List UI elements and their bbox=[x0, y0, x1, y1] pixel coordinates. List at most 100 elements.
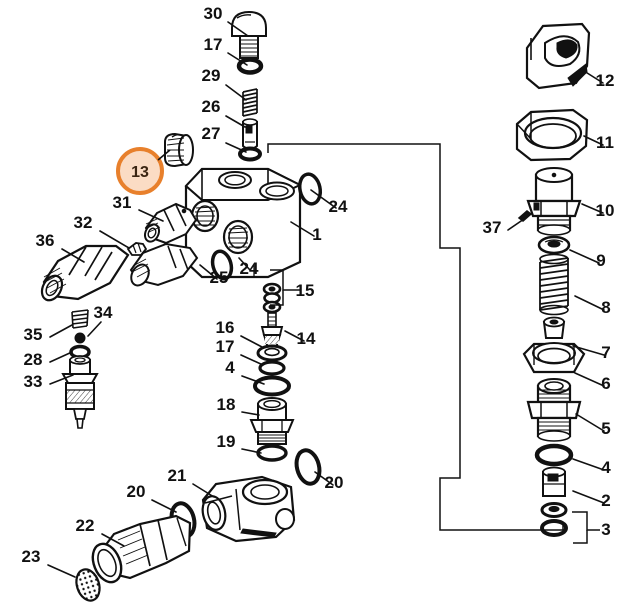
callout-label-2: 2 bbox=[601, 491, 610, 510]
callout-label-15: 15 bbox=[296, 281, 315, 300]
callout-label-6: 6 bbox=[601, 374, 610, 393]
part-5-threaded-fitting bbox=[526, 378, 582, 442]
leader-11 bbox=[583, 135, 604, 146]
leader-9 bbox=[569, 249, 600, 264]
callout-label-25: 25 bbox=[210, 268, 229, 287]
leader-27 bbox=[225, 142, 247, 153]
leader-28 bbox=[49, 351, 73, 363]
leader-12 bbox=[583, 70, 604, 84]
part-3-o-ring-set bbox=[540, 502, 568, 537]
callout-label-34: 34 bbox=[94, 303, 113, 322]
leader-31 bbox=[138, 209, 164, 222]
part-group-bottom-assembly bbox=[75, 475, 296, 602]
leader-32 bbox=[99, 230, 130, 249]
part-16-washer bbox=[256, 344, 288, 362]
callout-label-31: 31 bbox=[113, 193, 132, 212]
leader-4 bbox=[241, 375, 265, 385]
part-group-right-column bbox=[515, 22, 591, 537]
callout-label-10: 10 bbox=[596, 201, 615, 220]
part-29-spring bbox=[242, 88, 258, 117]
part-19-o-ring bbox=[256, 444, 288, 462]
highlight-ring bbox=[116, 147, 164, 195]
highlight-badge-13[interactable]: 13 bbox=[116, 147, 171, 195]
part-1-valve-body bbox=[184, 167, 303, 279]
assembly-grouping-line bbox=[267, 143, 564, 531]
part-10-hex-valve-body bbox=[526, 167, 582, 236]
part-6-hex-nut bbox=[522, 342, 586, 374]
part-25-banjo-bolt bbox=[129, 242, 199, 287]
part-20-o-ring-right bbox=[294, 448, 322, 486]
bracket-15 bbox=[270, 269, 300, 291]
leader-30 bbox=[227, 21, 249, 37]
leader-5 bbox=[575, 413, 605, 432]
leader-6 bbox=[574, 372, 605, 387]
part-31-hose-fitting bbox=[143, 202, 198, 245]
callout-label-18: 18 bbox=[217, 395, 236, 414]
leader-19 bbox=[241, 448, 262, 454]
part-12-lever-cap bbox=[525, 22, 591, 90]
part-11-collar bbox=[515, 108, 589, 162]
callout-label-19: 19 bbox=[217, 432, 236, 451]
callout-label-4: 4 bbox=[601, 458, 611, 477]
part-33-check-valve-body bbox=[61, 355, 99, 429]
callout-label-23: 23 bbox=[22, 547, 41, 566]
part-8-compression-spring bbox=[539, 253, 569, 316]
callout-label-5: 5 bbox=[601, 419, 610, 438]
callout-label-26: 26 bbox=[202, 97, 221, 116]
leader-26 bbox=[225, 115, 246, 128]
part-14-valve-stem bbox=[260, 312, 284, 349]
callout-label-24: 24 bbox=[329, 197, 348, 216]
part-21-elbow-body bbox=[201, 475, 296, 543]
part-34-ball bbox=[74, 332, 86, 344]
part-23-filter-screen bbox=[75, 568, 101, 602]
part-2-sleeve bbox=[542, 466, 566, 497]
leader-34 bbox=[87, 321, 102, 337]
part-24-o-ring-right bbox=[297, 172, 323, 206]
part-32-nipple bbox=[126, 242, 148, 256]
part-24-o-ring-left bbox=[210, 249, 234, 281]
part-17-o-ring-center bbox=[258, 360, 286, 376]
leader-35 bbox=[49, 324, 73, 338]
leader-17 bbox=[240, 354, 264, 366]
leader-37 bbox=[507, 218, 525, 231]
callout-label-29: 29 bbox=[202, 66, 221, 85]
leader-24 bbox=[310, 189, 337, 209]
callout-label-4: 4 bbox=[225, 358, 235, 377]
part-group-left-fittings bbox=[40, 202, 199, 302]
part-22-screw-coupling bbox=[91, 514, 192, 584]
leader-7 bbox=[572, 345, 605, 356]
bracket-3b bbox=[573, 530, 588, 544]
part-4-o-ring-right bbox=[534, 443, 574, 467]
callout-label-3: 3 bbox=[601, 520, 610, 539]
part-13-plug bbox=[164, 132, 194, 168]
callout-label-8: 8 bbox=[601, 298, 610, 317]
callout-label-16: 16 bbox=[216, 318, 235, 337]
callout-label-14: 14 bbox=[297, 329, 316, 348]
part-18-adapter-fitting bbox=[249, 397, 295, 445]
leader-22 bbox=[101, 533, 125, 547]
part-35-spring bbox=[71, 309, 89, 329]
callout-label-33: 33 bbox=[24, 372, 43, 391]
leader-25 bbox=[199, 264, 218, 280]
leader-20 bbox=[151, 499, 177, 513]
leader-2 bbox=[572, 490, 605, 504]
callout-label-1: 1 bbox=[312, 225, 321, 244]
callout-label-28: 28 bbox=[24, 350, 43, 369]
callout-label-12: 12 bbox=[596, 71, 615, 90]
leader-10 bbox=[581, 203, 604, 214]
part-36-union-fitting bbox=[40, 244, 130, 302]
callout-label-9: 9 bbox=[596, 251, 605, 270]
callout-label-17: 17 bbox=[204, 35, 223, 54]
callout-label-27: 27 bbox=[202, 124, 221, 143]
leader-33 bbox=[49, 374, 74, 385]
leader-23 bbox=[47, 564, 76, 578]
part-37-roll-pin bbox=[517, 210, 533, 222]
leader-line-layer bbox=[47, 21, 605, 578]
bracket-15b bbox=[270, 290, 284, 306]
highlight-badge-label: 13 bbox=[131, 164, 149, 181]
callout-label-17: 17 bbox=[216, 337, 235, 356]
leader-29 bbox=[225, 84, 247, 101]
leader-1 bbox=[290, 221, 315, 237]
